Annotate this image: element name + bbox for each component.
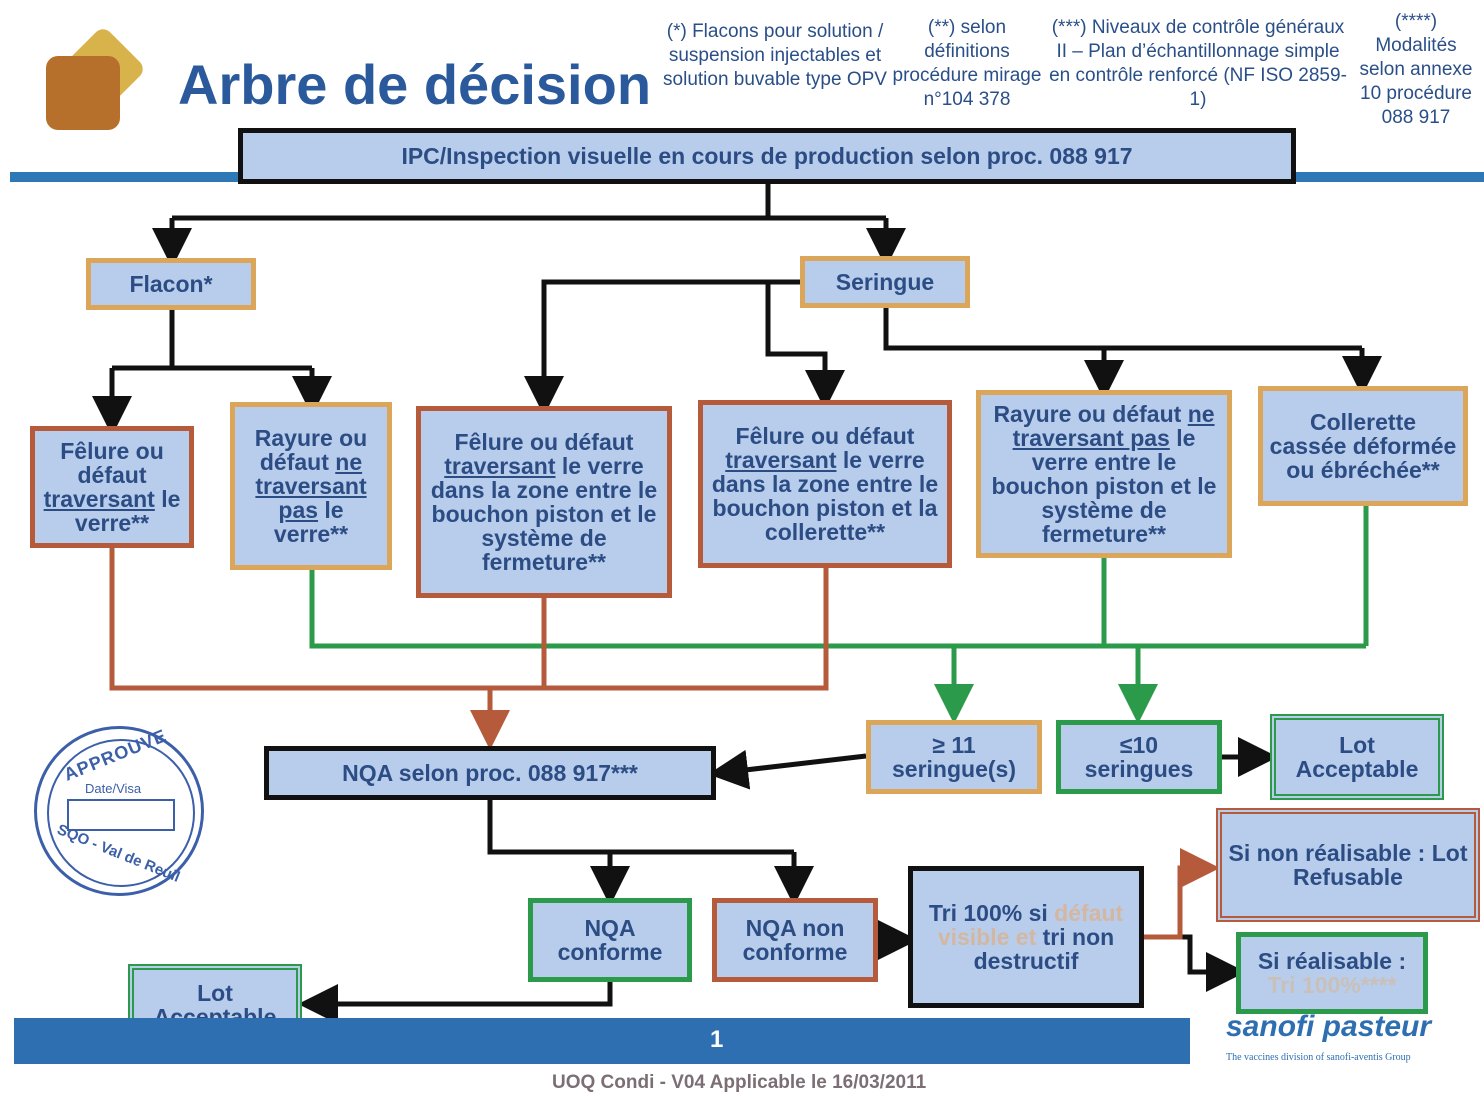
node-non-realisable: Si non réalisable : Lot Refusable [1216, 808, 1480, 922]
node-seringue-felure-fermeture-label: Fêlure ou défaut traversant le verre dan… [430, 429, 658, 575]
node-lot-acceptable-1: Lot Acceptable [1270, 714, 1444, 800]
note-selon: (**) selon définitions procédure mirage … [886, 16, 1048, 112]
brand-tagline: The vaccines division of sanofi-aventis … [1226, 1052, 1411, 1063]
node-flacon-rayure-label: Rayure ou défaut ne traversant pas le ve… [254, 425, 368, 547]
node-ge11: ≥ 11 seringue(s) [866, 720, 1042, 794]
node-ge11-label: ≥ 11 seringue(s) [892, 732, 1016, 782]
node-seringue-rayure-label: Rayure ou défaut ne traversant pas le ve… [991, 401, 1217, 547]
approval-stamp: APPROUVE Date/Visa SQO - Val de Reuil [34, 725, 204, 896]
stamp-date-label: Date/Visa [85, 781, 142, 796]
page-number: 1 [710, 1026, 724, 1053]
node-non-realisable-label: Si non réalisable : Lot Refusable [1228, 840, 1468, 890]
node-ipc: IPC/Inspection visuelle en cours de prod… [238, 128, 1296, 184]
note-niveaux: (***) Niveaux de contrôle généraux II – … [1046, 16, 1350, 112]
node-realisable: Si réalisable : Tri 100%**** [1236, 932, 1428, 1014]
node-nqa-non-conforme: NQA non conforme [712, 898, 878, 982]
page-title: Arbre de décision [178, 53, 652, 116]
note-flacons-text: (*) Flacons pour solution / suspension i… [663, 21, 887, 90]
node-seringue-felure-fermeture: Fêlure ou défaut traversant le verre dan… [416, 406, 672, 598]
note-modalites: (****) Modalités selon annexe 10 procédu… [1352, 10, 1480, 130]
node-realisable-label: Si réalisable : Tri 100%**** [1257, 948, 1407, 998]
node-le10-label: ≤10 seringues [1084, 732, 1194, 782]
logo-front-square [46, 56, 120, 130]
node-flacon: Flacon* [86, 258, 256, 310]
node-tri: Tri 100% si défaut visible et tri non de… [908, 866, 1144, 1008]
node-flacon-rayure: Rayure ou défaut ne traversant pas le ve… [230, 402, 392, 570]
node-seringue-felure-collerette: Fêlure ou défaut traversant le verre dan… [698, 400, 952, 568]
node-seringue-label: Seringue [835, 269, 935, 295]
node-le10: ≤10 seringues [1056, 720, 1222, 794]
node-nqa-label: NQA selon proc. 088 917*** [342, 760, 638, 786]
stamp-inner-ring [47, 739, 195, 887]
node-flacon-felure-label: Fêlure ou défaut traversant le verre** [43, 438, 181, 536]
node-nqa: NQA selon proc. 088 917*** [264, 746, 716, 800]
node-ipc-label: IPC/Inspection visuelle en cours de prod… [401, 143, 1133, 169]
note-modalites-text: (****) Modalités selon annexe 10 procédu… [1359, 11, 1473, 128]
node-seringue-collerette: Collerette cassée déformée ou ébréchée** [1258, 386, 1468, 506]
node-seringue-felure-collerette-label: Fêlure ou défaut traversant le verre dan… [711, 423, 939, 545]
node-nqa-non-conforme-label: NQA non conforme [742, 915, 848, 965]
node-lot-acceptable-1-label: Lot Acceptable [1295, 732, 1419, 782]
node-nqa-conforme: NQA conforme [528, 898, 692, 982]
node-seringue-rayure: Rayure ou défaut ne traversant pas le ve… [976, 390, 1232, 558]
node-flacon-felure: Fêlure ou défaut traversant le verre** [30, 426, 194, 548]
note-flacons: (*) Flacons pour solution / suspension i… [662, 20, 888, 92]
node-flacon-label: Flacon* [129, 271, 213, 297]
note-niveaux-text: (***) Niveaux de contrôle généraux II – … [1049, 17, 1347, 110]
brand-logo-text: sanofi pasteur [1226, 1010, 1432, 1043]
node-seringue: Seringue [800, 256, 970, 308]
node-tri-label: Tri 100% si défaut visible et tri non de… [928, 900, 1124, 974]
node-nqa-conforme-label: NQA conforme [557, 915, 663, 965]
note-selon-text: (**) selon définitions procédure mirage … [892, 17, 1042, 110]
footer-text: UOQ Condi - V04 Applicable le 16/03/2011 [552, 1072, 927, 1093]
footer-band [14, 1018, 1190, 1064]
stamp-date-field [67, 799, 175, 831]
node-seringue-collerette-label: Collerette cassée déformée ou ébréchée** [1269, 409, 1457, 483]
